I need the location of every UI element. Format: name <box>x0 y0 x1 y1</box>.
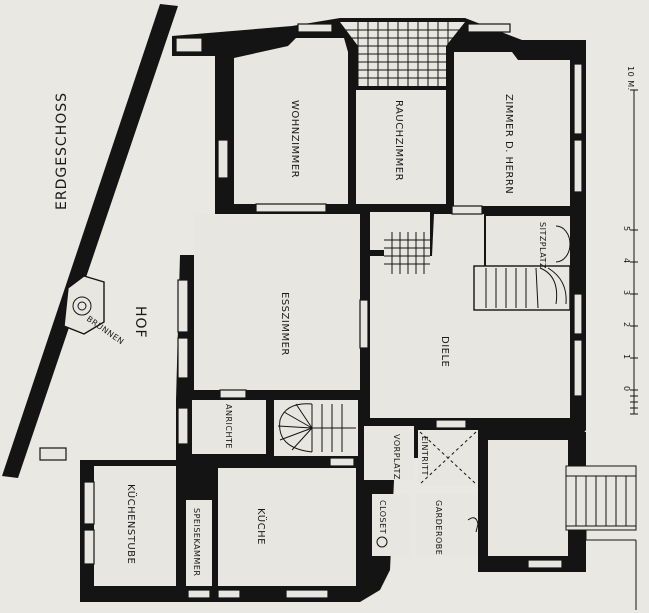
scale-tick-label: 1 <box>622 354 631 360</box>
scale-tick-label: 4 <box>622 258 631 264</box>
room-label-vorplatz: VORPLATZ <box>392 434 401 480</box>
scale-tick-label: 5 <box>622 226 631 232</box>
room-label-speisekammer: SPEISEKAMMER <box>192 508 201 576</box>
back-staircase <box>277 403 356 453</box>
room-label-rauchzimmer: RAUCHZIMMER <box>393 100 404 181</box>
room-label-kuechenstube: KÜCHENSTUBE <box>125 484 138 564</box>
room-label-zimmer-herrn: ZIMMER D. HERRN <box>503 94 514 194</box>
diele-tile-floor <box>384 232 430 274</box>
bay-window-tiles <box>340 22 465 86</box>
room-label-eintritt: EINTRITT <box>420 436 429 476</box>
scale-bar: 10 M. 5 4 3 2 1 0 <box>622 66 638 415</box>
scale-tick-label: 0 <box>622 386 631 392</box>
room-label-garderobe: GARDEROBE <box>434 500 443 555</box>
room-label-closet: CLOSET <box>378 500 387 534</box>
room-label-sitzplatz: SITZPLATZ <box>538 222 547 269</box>
courtyard-label: HOF <box>132 306 148 339</box>
diele-staircase <box>473 225 571 311</box>
floor-label: ERDGESCHOSS <box>54 92 70 210</box>
room-interiors <box>94 38 570 586</box>
scale-tick-label: 3 <box>622 290 631 296</box>
room-label-diele: DIELE <box>439 336 450 367</box>
entrance-details <box>63 275 637 610</box>
room-label-kueche: KÜCHE <box>255 508 268 545</box>
room-label-esszimmer: ESSZIMMER <box>279 292 290 356</box>
scale-unit-label: 10 M. <box>626 66 635 91</box>
room-label-anrichte: ANRICHTE <box>224 404 233 449</box>
windows <box>39 23 583 599</box>
scale-tick-label: 2 <box>622 322 631 328</box>
room-label-wohnzimmer: WOHNZIMMER <box>289 100 300 178</box>
